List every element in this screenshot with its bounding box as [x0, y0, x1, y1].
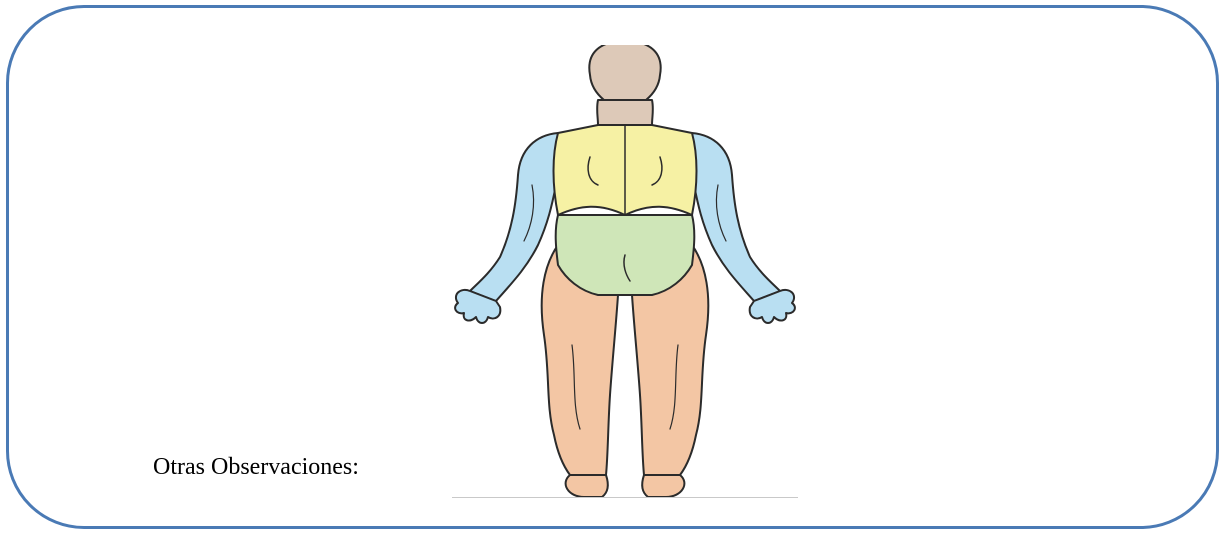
right-foot	[642, 475, 684, 497]
body-diagram	[440, 45, 810, 505]
observations-label: Otras Observaciones:	[153, 454, 359, 481]
human-body-back-icon	[440, 45, 810, 505]
neck	[597, 100, 653, 125]
signature-line	[452, 497, 798, 498]
left-foot	[566, 475, 608, 497]
head	[589, 45, 660, 100]
